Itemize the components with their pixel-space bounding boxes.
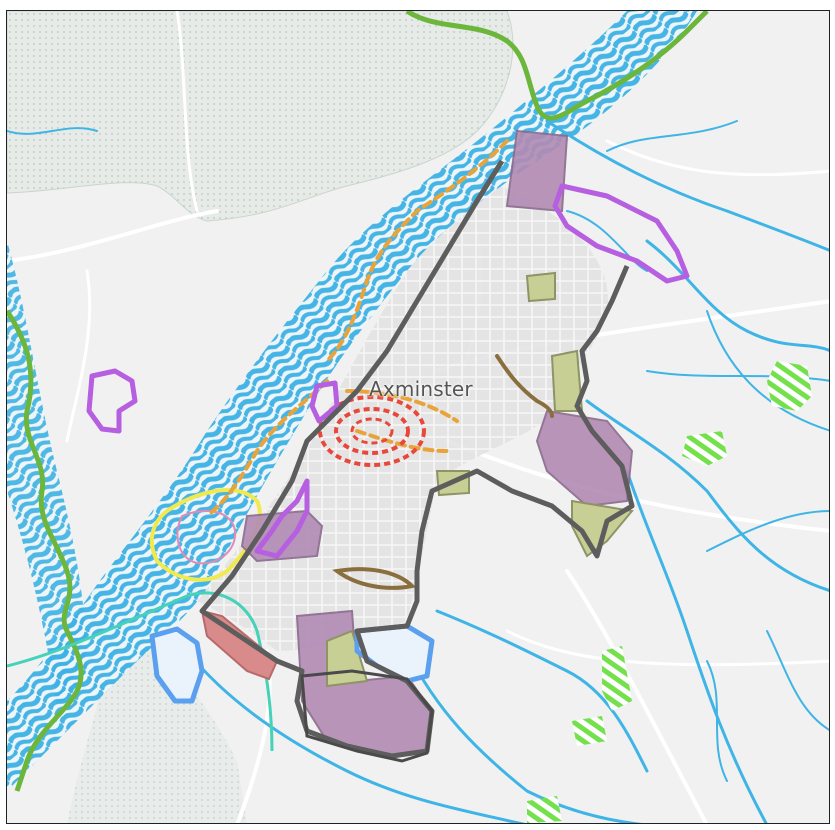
- salmon-zone: [200, 609, 279, 681]
- map-viewport[interactable]: Axminster: [6, 10, 830, 824]
- map-canvas[interactable]: [7, 11, 830, 824]
- blue-zones: [149, 623, 435, 704]
- purple-zones: [86, 183, 690, 559]
- green-route-west: [7, 309, 84, 792]
- hatched-zones: [527, 361, 812, 823]
- southern-cluster-outline: [300, 669, 434, 763]
- green-route: [405, 11, 709, 121]
- river-network: [7, 119, 829, 823]
- river-floodplain: [7, 11, 697, 791]
- pink-outline-zone: [176, 510, 237, 565]
- settlement-boundary: [199, 159, 635, 759]
- upland-area: [7, 11, 514, 222]
- yellow-zone: [149, 488, 262, 582]
- teal-route: [7, 591, 274, 752]
- brown-path-south: [332, 567, 417, 590]
- red-zone: [318, 395, 426, 467]
- brown-path: [495, 354, 554, 418]
